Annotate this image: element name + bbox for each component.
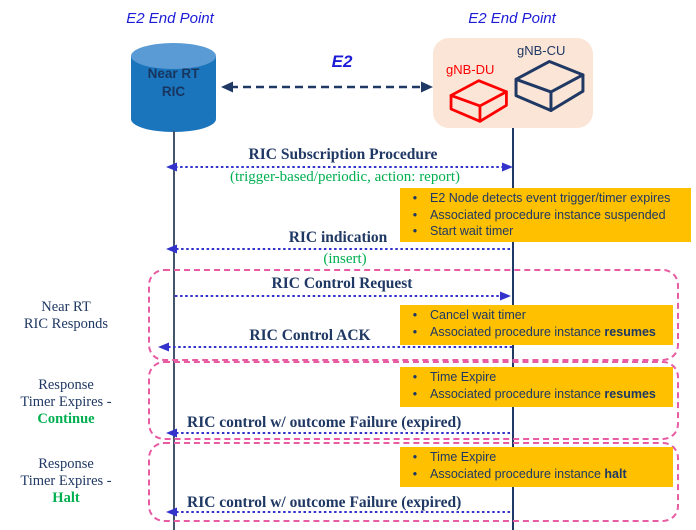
near-rt-ric-node: Near RT RIC: [131, 43, 216, 132]
msg-failure-continue: RIC control w/ outcome Failure (expired): [187, 414, 462, 431]
msg-control-ack: RIC Control ACK: [249, 327, 371, 344]
phase-timer-expires-continue: [148, 361, 679, 440]
e2-interface-label: E2: [331, 52, 353, 71]
side-label-near-rt-ric-responds: Near RT RIC Responds: [23, 299, 109, 332]
cylinder-icon: [131, 43, 216, 132]
side-label-timer-expires-halt: Response Timer Expires - Halt: [20, 456, 112, 506]
msg-failure-halt: RIC control w/ outcome Failure (expired): [187, 494, 462, 511]
note-time-expire-resumes: Time Expire Associated procedure instanc…: [400, 367, 673, 407]
note-cancel-wait-timer: Cancel wait timer Associated procedure i…: [400, 305, 673, 345]
e2-link-arrow: [221, 81, 433, 93]
near-rt-ric-label: Near RT RIC: [147, 66, 200, 99]
msg-control-request: RIC Control Request: [271, 275, 413, 292]
msg-subscription: RIC Subscription Procedure: [248, 146, 438, 163]
phase-near-rt-ric-responds: [148, 269, 679, 361]
gnb-cu-label: gNB-CU: [517, 43, 566, 58]
note-event-trigger: E2 Node detects event trigger/timer expi…: [400, 188, 691, 242]
msg-indication-note: (insert): [323, 251, 367, 267]
note-time-expire-halt: Time Expire Associated procedure instanc…: [400, 447, 673, 487]
indication-arrow: [166, 244, 513, 254]
gnb-du-box-icon: [449, 79, 508, 123]
gnb-cu-box-icon: [514, 59, 585, 113]
endpoint-title-left: E2 End Point: [126, 10, 214, 27]
phase-timer-expires-halt: [148, 442, 679, 522]
side-label-timer-expires-continue: Response Timer Expires - Continue: [20, 377, 112, 427]
control-request-arrow: [175, 291, 511, 301]
failure-halt-arrow: [166, 507, 513, 517]
gnb-node-box: gNB-CU gNB-DU: [433, 38, 593, 128]
endpoint-title-right: E2 End Point: [468, 10, 556, 27]
failure-continue-arrow: [166, 428, 513, 438]
subscription-arrow: [166, 162, 513, 172]
gnb-du-label: gNB-DU: [446, 62, 495, 77]
msg-indication: RIC indication: [288, 229, 388, 246]
msg-subscription-note: (trigger-based/periodic, action: report): [229, 169, 461, 185]
